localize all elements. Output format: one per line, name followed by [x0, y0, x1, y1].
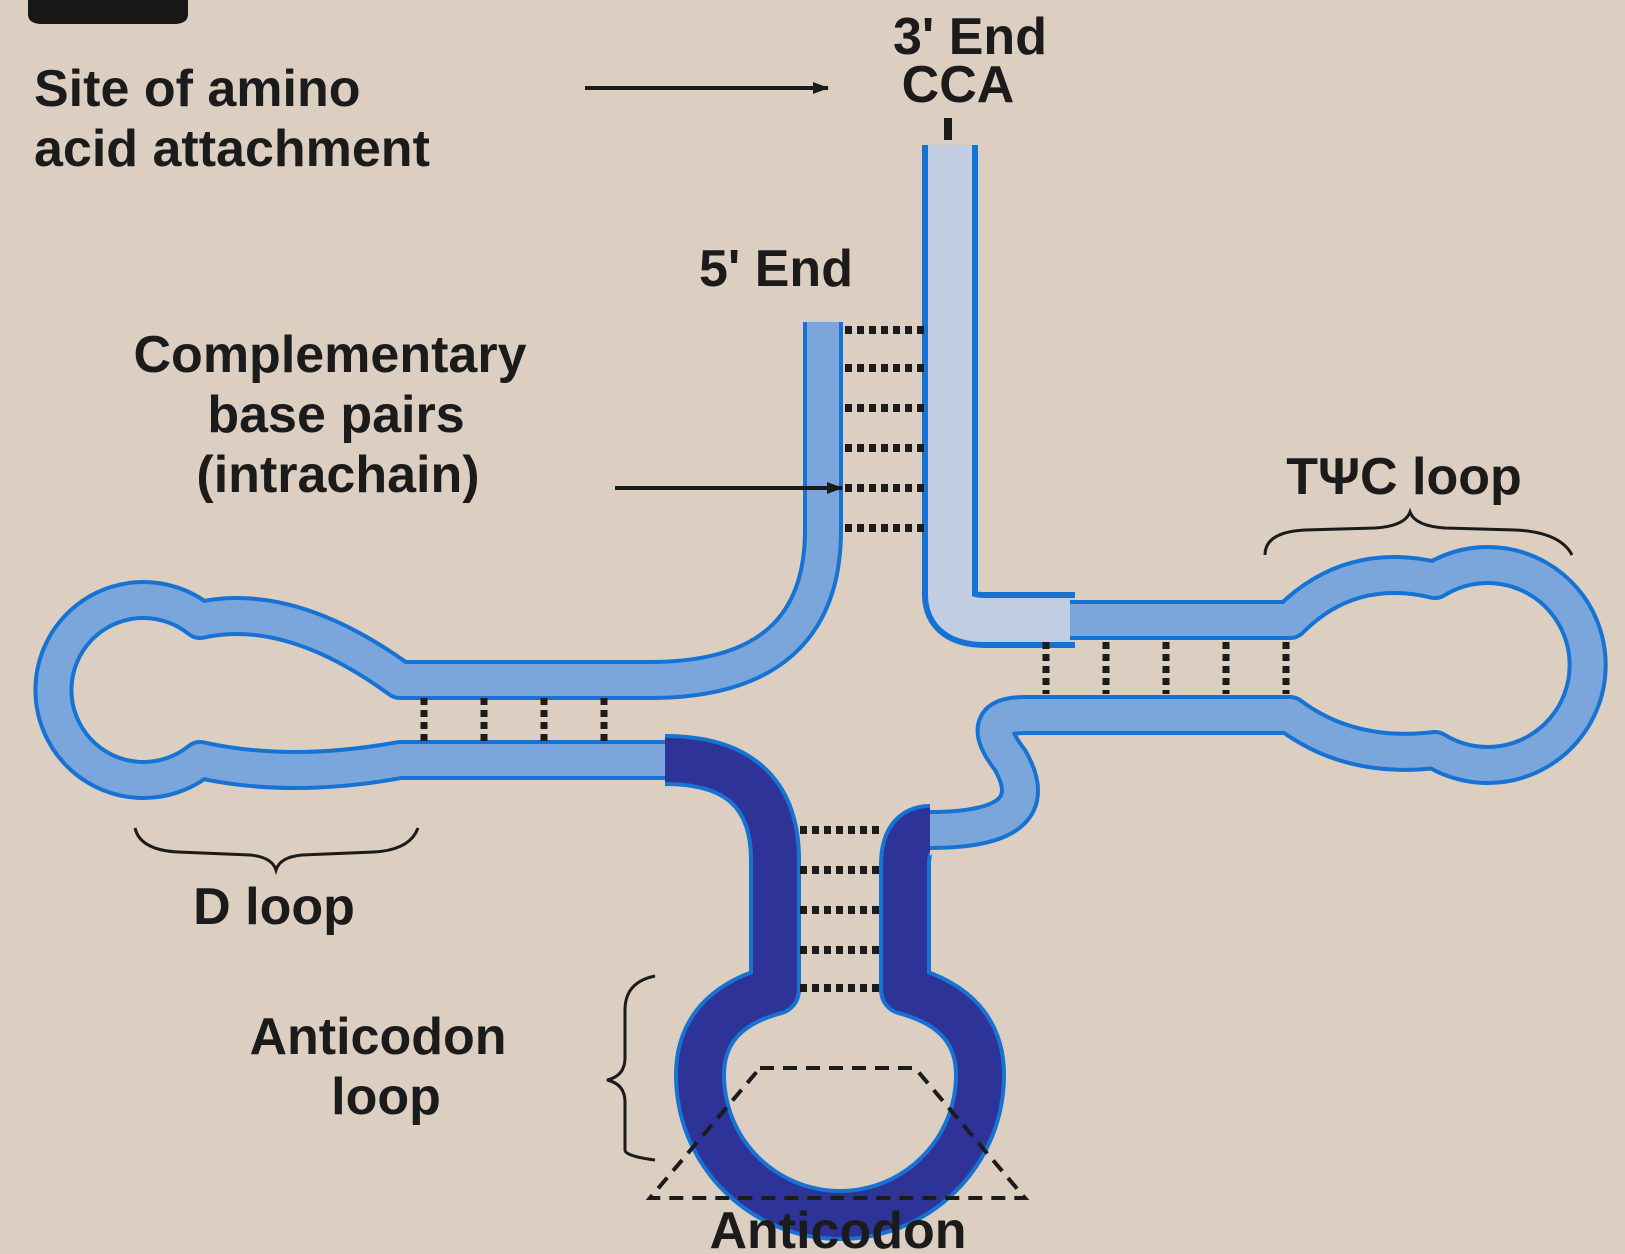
complementary-label-line3: (intrachain)	[196, 446, 479, 504]
anticodon-label: Anticodon	[709, 1202, 966, 1254]
d-loop-label: D loop	[193, 878, 355, 936]
tpsic-loop-label: TΨC loop	[1286, 448, 1522, 506]
anticodon-loop-label-line1: Anticodon	[249, 1008, 506, 1066]
complementary-label-line2: base pairs	[207, 386, 464, 444]
cca-label: CCA	[902, 56, 1015, 114]
corner-tab	[28, 0, 188, 24]
tpsic-arm-base-pairs	[1046, 642, 1286, 694]
acceptor-base-pairs	[845, 330, 925, 528]
five-prime-end-label: 5' End	[699, 240, 853, 298]
d-arm-base-pairs	[424, 698, 604, 742]
complementary-label-line1: Complementary	[134, 326, 527, 384]
acceptor-tip	[944, 118, 952, 140]
site-label-line2: acid attachment	[34, 120, 430, 178]
anticodon-arm-base-pairs	[800, 830, 880, 988]
tpsic-loop-brace	[1265, 512, 1572, 555]
anticodon-loop-brace	[607, 976, 655, 1160]
acceptor-strand	[950, 145, 1075, 620]
d-loop-brace	[135, 828, 418, 870]
site-label-line1: Site of amino	[34, 60, 360, 118]
anticodon-loop-label-line2: loop	[331, 1068, 441, 1126]
